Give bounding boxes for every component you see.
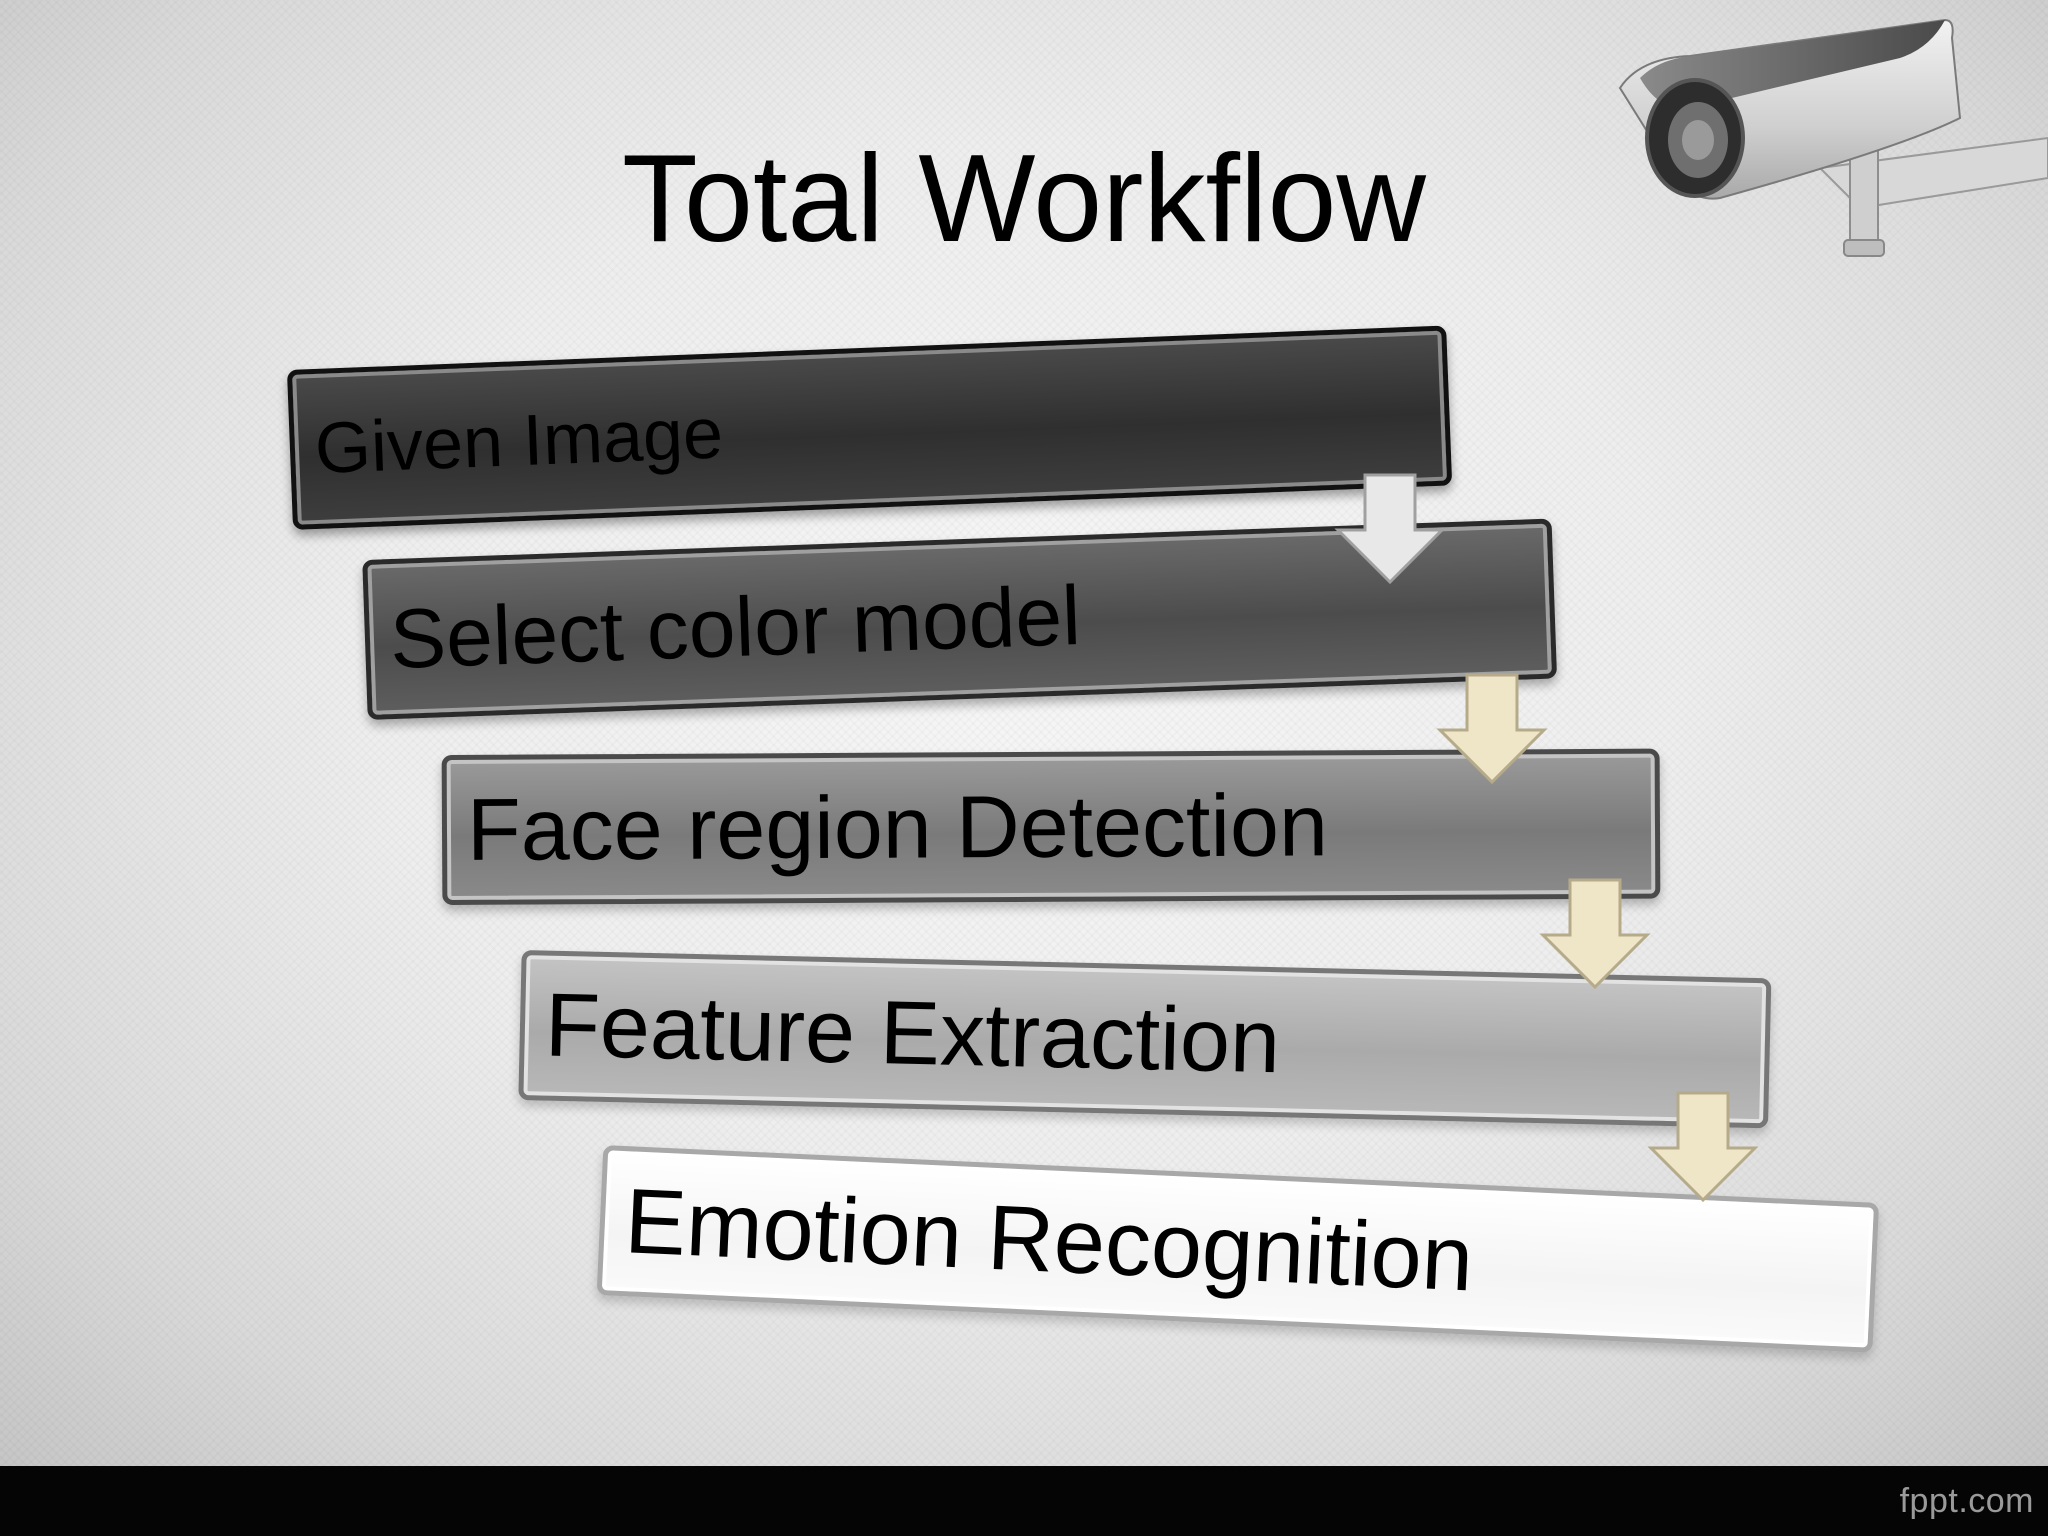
workflow-step-label: Feature Extraction: [543, 975, 1282, 1092]
down-arrow-icon: [1334, 473, 1446, 585]
down-arrow-icon: [1647, 1091, 1759, 1203]
workflow-step-label: Face region Detection: [466, 775, 1329, 879]
arrow-shape: [1334, 473, 1446, 585]
slide: Total Workflow Given Image Select color …: [0, 0, 2048, 1466]
arrow-shape: [1436, 673, 1548, 785]
workflow-step-given-image: Given Image: [286, 325, 1453, 530]
down-arrow-icon: [1436, 673, 1548, 785]
footer-brand: fppt.com: [1899, 1482, 2034, 1520]
workflow-step-label: Given Image: [313, 393, 725, 490]
workflow-step-label: Emotion Recognition: [622, 1169, 1476, 1311]
security-camera-icon: [1618, 18, 2048, 257]
slide-title: Total Workflow: [622, 130, 1426, 268]
footer-bar: [0, 1466, 2048, 1536]
workflow-step-label: Select color model: [388, 567, 1083, 686]
down-arrow-icon: [1539, 878, 1651, 990]
arrow-shape: [1647, 1091, 1759, 1203]
arrow-shape: [1539, 878, 1651, 990]
